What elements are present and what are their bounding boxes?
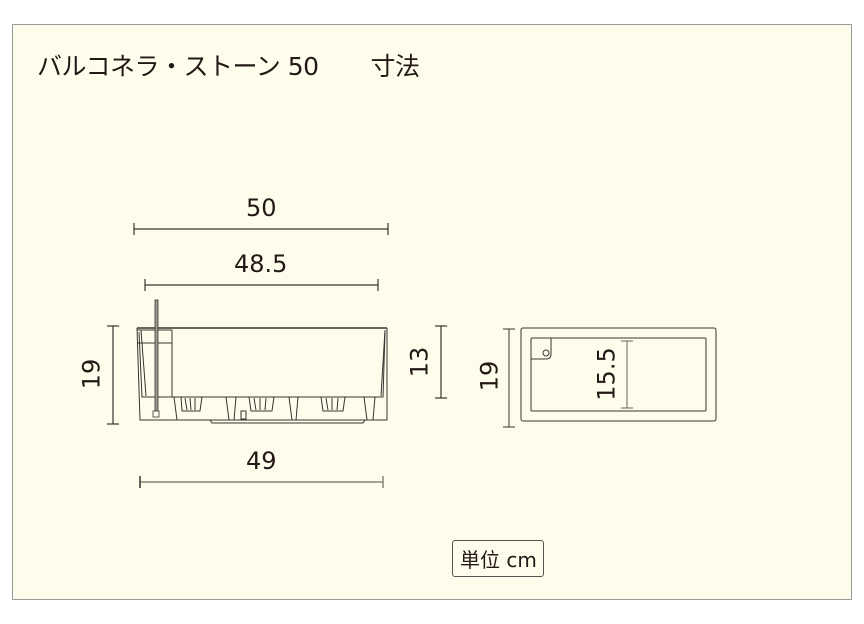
water-gauge-icon — [154, 299, 159, 417]
label-top-height: 19 — [475, 360, 504, 392]
planter-top-view — [503, 327, 717, 428]
product-name: バルコネラ・ストーン 50 — [37, 52, 319, 81]
label-top-inner-height: 15.5 — [592, 347, 621, 401]
planter-side-view — [136, 299, 388, 424]
label-width-top: 50 — [246, 194, 277, 222]
dimension-line-inner-height — [435, 325, 447, 399]
label-width-inner: 48.5 — [234, 250, 288, 278]
diagram-frame: バルコネラ・ストーン 50 寸法 単位 cm — [12, 24, 852, 600]
unit-badge: 単位 cm — [452, 540, 544, 577]
label-side-height: 19 — [77, 358, 106, 390]
label-width-bottom: 49 — [246, 447, 277, 475]
label-inner-height: 13 — [405, 346, 434, 378]
diagram-title: バルコネラ・ストーン 50 寸法 — [37, 47, 420, 83]
dimension-line-49 — [139, 476, 384, 488]
dimension-line-48-5 — [144, 279, 379, 291]
dimension-line-50 — [133, 223, 389, 235]
title-subject: 寸法 — [370, 52, 421, 81]
dimension-line-side-height — [107, 325, 119, 425]
